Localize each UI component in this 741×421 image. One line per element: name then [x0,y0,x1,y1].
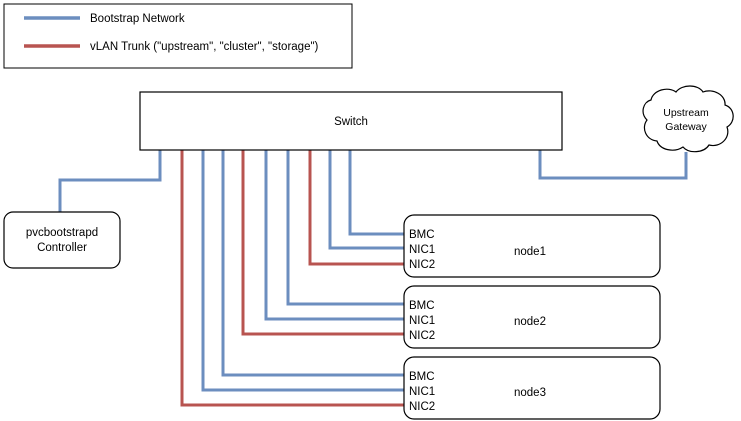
switch-label: Switch [334,116,368,128]
legend-container [3,3,353,69]
link-node2-nic2 [241,150,404,336]
node3-port-nic2: NIC2 [409,401,435,413]
node3-port-nic1: NIC1 [409,386,435,398]
controller-box[interactable] [3,211,121,269]
node2-port-bmc: BMC [409,300,435,312]
link-node3-bmc [221,150,404,377]
node1-port-bmc: BMC [409,229,435,241]
node-box-node2[interactable] [403,285,661,349]
node-box-node3[interactable] [403,356,661,420]
controller-label-line2: Controller [37,242,87,254]
link-node1-bmc [348,150,404,236]
node1-label: node1 [514,246,546,258]
upstream-gateway-cloud[interactable] [642,85,734,153]
node-box-node1[interactable] [403,214,661,278]
node1-port-nic1: NIC1 [409,244,435,256]
node1-port-nic2: NIC2 [409,259,435,271]
node3-label: node3 [514,387,546,399]
node2-port-nic1: NIC1 [409,315,435,327]
node2-label: node2 [514,316,546,328]
legend-label-bootstrap-network: Bootstrap Network [90,13,185,25]
upstream-gateway-label-line2: Gateway [665,121,707,133]
node2-port-nic2: NIC2 [409,330,435,342]
switch-box[interactable] [139,91,563,151]
link-node3-nic1 [201,150,404,392]
link-controller-bootstrap [58,150,162,212]
legend-label-vlan-trunk: vLAN Trunk ("upstream", "cluster", "stor… [90,41,319,53]
link-node3-nic2 [180,150,404,407]
controller-label-line1: pvcbootstrapd [26,227,98,239]
upstream-gateway-label-line1: Upstream [663,107,709,119]
link-node2-nic1 [264,150,404,321]
link-node2-bmc [286,150,404,306]
link-node1-nic2 [308,150,404,266]
link-node1-nic1 [328,150,404,250]
link-switch-gateway [538,150,688,180]
node3-port-bmc: BMC [409,371,435,383]
